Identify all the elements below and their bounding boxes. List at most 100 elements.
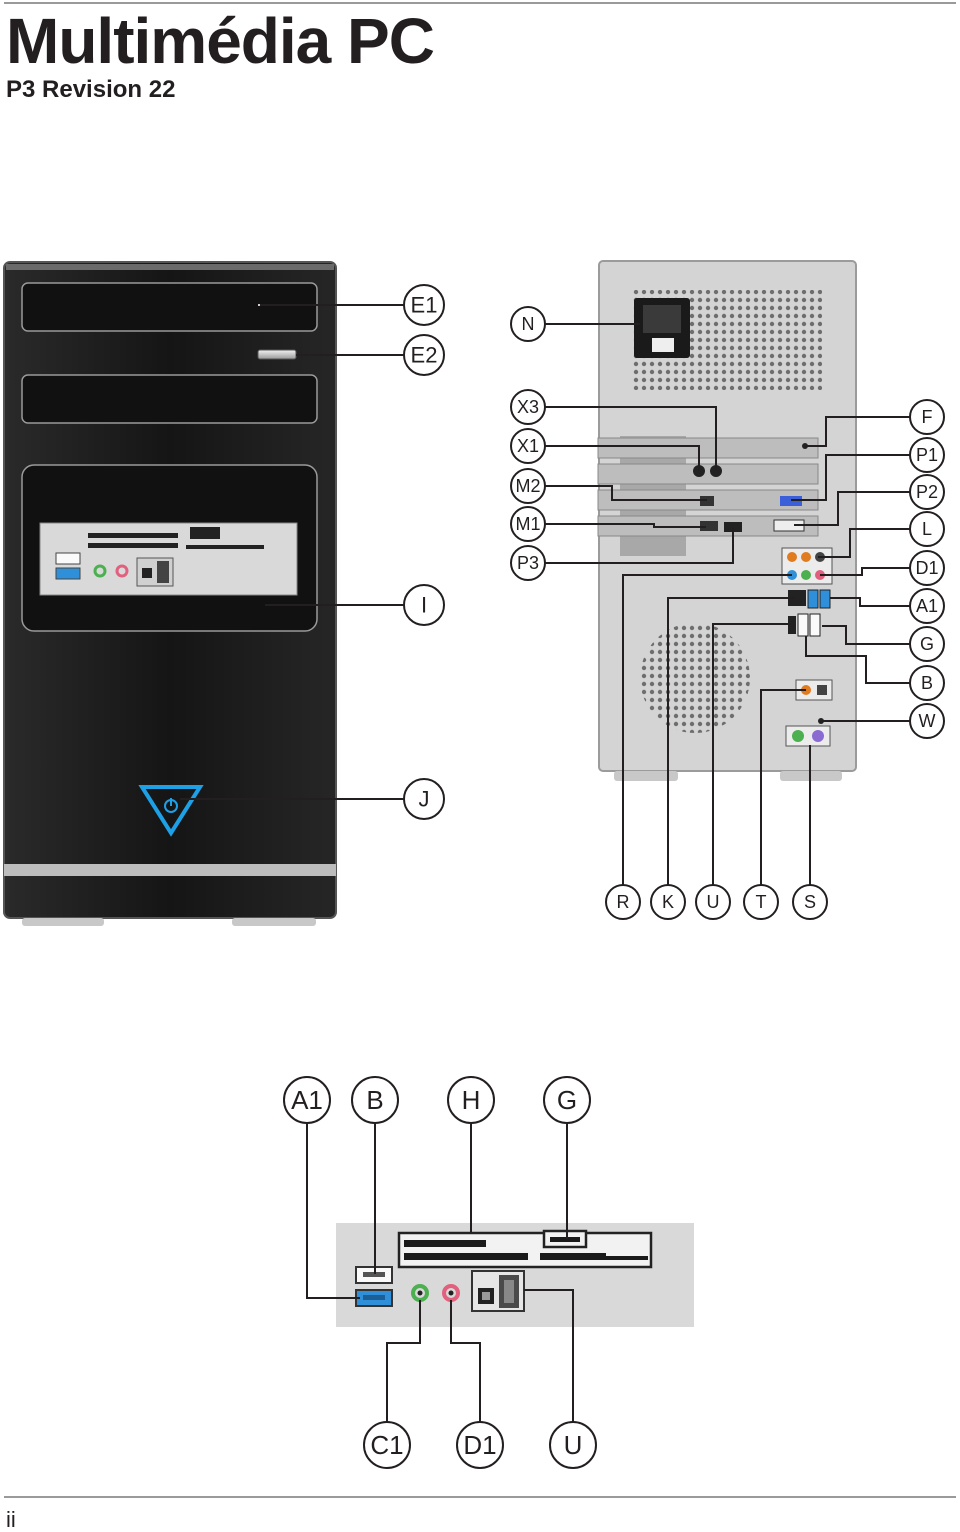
card-reader-slot-2 [88, 543, 178, 548]
page-number: ii [6, 1507, 16, 1532]
callout-label-rear-view-bottom-callouts-1: K [662, 892, 674, 912]
callout-circle-rear-view-left-callouts-1 [510, 389, 546, 425]
callout-circle-detail-view-bottom-callouts-1 [456, 1421, 504, 1469]
callout-circle-rear-view-right-callouts-5 [909, 588, 945, 624]
rear-usb-4 [809, 613, 821, 637]
front-usb-port-1 [55, 552, 81, 565]
front-bottom-stripe [4, 864, 336, 876]
callout-label-detail-view-bottom-callouts-1: D1 [463, 1430, 496, 1460]
callout-circle-front-view-callouts-0 [403, 284, 445, 326]
callout-circle-detail-view-top-callouts-1 [351, 1076, 399, 1124]
top-rule [4, 2, 956, 4]
rear-leader-lines [544, 323, 910, 886]
rear-usb3-1 [807, 589, 819, 609]
detail-card-slot-4 [606, 1256, 648, 1260]
callout-circle-detail-view-top-callouts-3 [543, 1076, 591, 1124]
front-firewire-large [157, 561, 169, 583]
callout-label-rear-view-right-callouts-3: L [922, 519, 932, 539]
callout-circle-rear-view-bottom-callouts-1 [650, 884, 686, 920]
esata-rear [788, 616, 796, 634]
callout-label-rear-view-left-callouts-5: P3 [517, 553, 539, 573]
callout-circle-rear-view-bottom-callouts-0 [605, 884, 641, 920]
esata-port-front [190, 527, 220, 539]
page-subtitle: P3 Revision 22 [6, 76, 176, 103]
callout-label-rear-view-left-callouts-0: N [522, 314, 535, 334]
callout-circle-rear-view-right-callouts-6 [909, 626, 945, 662]
callout-label-front-view-callouts-1: E2 [411, 343, 438, 368]
rear-w-hole [818, 718, 824, 724]
front-foot-right [232, 918, 316, 926]
lan-port [788, 590, 806, 606]
callout-label-detail-view-bottom-callouts-2: U [564, 1430, 583, 1460]
callout-label-rear-view-bottom-callouts-4: S [804, 892, 816, 912]
front-view [3, 261, 337, 926]
detail-leader-lines [306, 1122, 574, 1422]
callout-label-rear-view-bottom-callouts-0: R [617, 892, 630, 912]
callout-circle-rear-view-left-callouts-4 [510, 506, 546, 542]
callout-label-rear-view-right-callouts-8: W [919, 711, 936, 731]
rear-view [597, 260, 857, 781]
detail-view [336, 1223, 694, 1327]
callout-circle-rear-view-left-callouts-2 [510, 428, 546, 464]
callout-label-detail-view-top-callouts-3: G [557, 1085, 577, 1115]
callout-label-front-view-callouts-0: E1 [411, 293, 438, 318]
detail-card-slot-3 [540, 1253, 606, 1260]
expansion-slot-2 [597, 463, 819, 485]
card-reader-slot-1 [88, 533, 178, 538]
front-audio-green [93, 564, 107, 578]
front-foot-left [22, 918, 104, 926]
callout-circle-rear-view-right-callouts-1 [909, 437, 945, 473]
callout-circle-rear-view-right-callouts-7 [909, 665, 945, 701]
power-button-triangle [138, 785, 204, 837]
callout-label-rear-view-left-callouts-1: X3 [517, 397, 539, 417]
callout-circle-rear-view-left-callouts-3 [510, 468, 546, 504]
front-firewire-small [142, 568, 152, 578]
front-audio-pink [115, 564, 129, 578]
optical-drive-bay-2 [21, 374, 318, 424]
callout-circle-detail-view-top-callouts-2 [447, 1076, 495, 1124]
callout-circle-rear-view-left-callouts-5 [510, 545, 546, 581]
rear-usb-3 [797, 613, 809, 637]
callout-circle-rear-view-bottom-callouts-4 [792, 884, 828, 920]
callout-circle-rear-view-right-callouts-0 [909, 399, 945, 435]
callout-circle-rear-view-bottom-callouts-3 [743, 884, 779, 920]
page-title: Multimédia PC [6, 5, 435, 77]
callout-label-rear-view-left-callouts-4: M1 [515, 514, 540, 534]
power-switch [652, 338, 674, 352]
callout-label-rear-view-right-callouts-5: A1 [916, 596, 938, 616]
case-fan-vent [640, 623, 750, 733]
front-leader-lines [180, 304, 404, 800]
expansion-slot-1 [597, 437, 819, 459]
callout-circle-rear-view-left-callouts-0 [510, 306, 546, 342]
callout-label-rear-view-right-callouts-1: P1 [916, 445, 938, 465]
callout-label-rear-view-left-callouts-3: M2 [515, 476, 540, 496]
callout-circle-detail-view-bottom-callouts-0 [363, 1421, 411, 1469]
callout-circle-rear-view-right-callouts-4 [909, 550, 945, 586]
detail-card-slot-1 [404, 1240, 486, 1247]
eject-button [257, 349, 297, 360]
callout-label-rear-view-right-callouts-2: P2 [916, 482, 938, 502]
callout-label-front-view-callouts-3: J [419, 787, 430, 812]
callout-label-detail-view-top-callouts-1: B [366, 1085, 383, 1115]
detail-card-slot-2 [404, 1253, 528, 1260]
callout-circle-rear-view-bottom-callouts-2 [695, 884, 731, 920]
callout-circle-detail-view-bottom-callouts-2 [549, 1421, 597, 1469]
optical-drive-bay-1 [21, 282, 318, 332]
callout-circle-detail-view-top-callouts-0 [283, 1076, 331, 1124]
front-top-chrome [6, 264, 334, 270]
tv-port-m1 [700, 521, 718, 531]
callout-label-rear-view-left-callouts-2: X1 [517, 436, 539, 456]
callout-label-detail-view-top-callouts-2: H [462, 1085, 481, 1115]
callout-label-rear-view-bottom-callouts-2: U [707, 892, 720, 912]
front-usb3-port [55, 567, 81, 580]
callout-label-rear-view-bottom-callouts-3: T [756, 892, 767, 912]
detail-card-reader-frame [397, 1231, 653, 1269]
callout-circle-rear-view-right-callouts-8 [909, 703, 945, 739]
rear-foot-left [614, 771, 678, 781]
callout-label-detail-view-top-callouts-0: A1 [291, 1085, 323, 1115]
callout-label-rear-view-right-callouts-6: G [920, 634, 934, 654]
callout-label-rear-view-right-callouts-4: D1 [915, 558, 938, 578]
callout-label-front-view-callouts-2: I [421, 593, 427, 618]
